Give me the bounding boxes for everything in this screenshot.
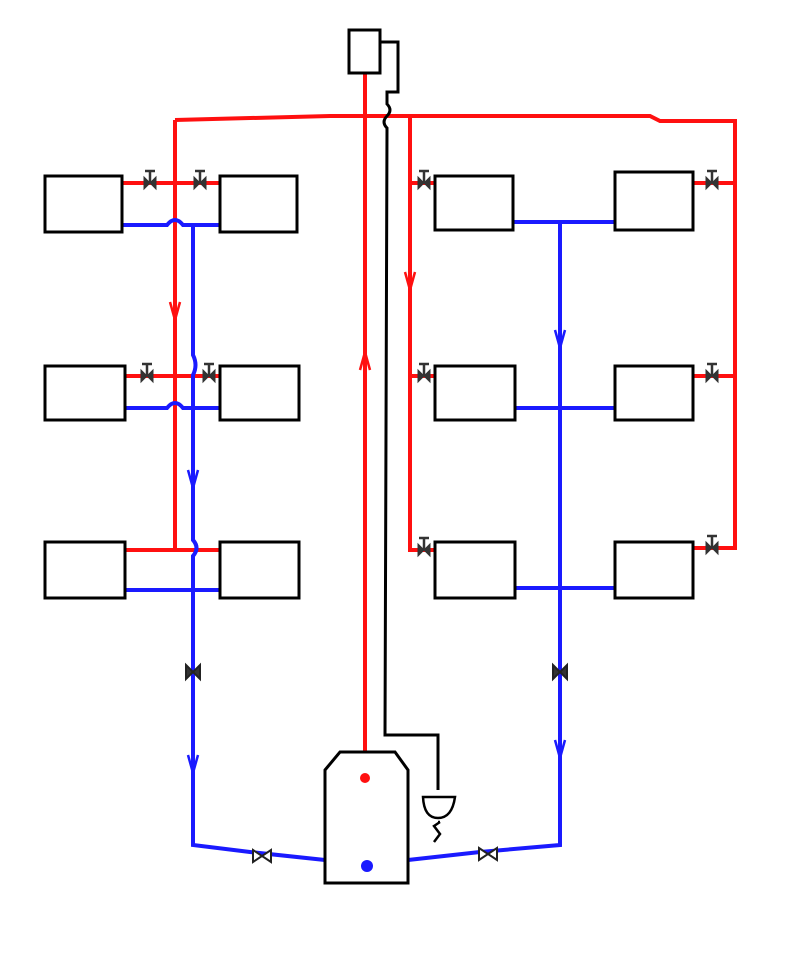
radiator: [43, 174, 124, 234]
boiler: [323, 750, 410, 885]
radiator-valve-icon: [705, 534, 719, 556]
expansion-line: [323, 28, 457, 885]
flow-arrow-icon: [553, 329, 567, 353]
shutoff-valve-icon: [252, 848, 272, 864]
radiator: [218, 540, 301, 600]
expansion-tank: [347, 28, 382, 75]
boiler-return-dot: [361, 860, 373, 872]
flow-arrow-icon: [358, 347, 372, 371]
drain-funnel-icon: [421, 795, 457, 843]
shutoff-valve-icon: [185, 662, 201, 682]
flow-arrows: [168, 271, 567, 778]
radiator: [43, 540, 127, 600]
radiator: [433, 540, 517, 600]
radiator: [433, 364, 517, 422]
radiators: [43, 170, 695, 600]
radiator-valve-icon: [140, 362, 154, 384]
shutoff-valve-icon: [552, 662, 568, 682]
radiator-valve-icon: [705, 362, 719, 384]
radiator-valve-icon: [417, 362, 431, 384]
flow-arrow-icon: [186, 469, 200, 493]
expansion-pipe: [380, 40, 440, 790]
radiator: [218, 364, 301, 422]
flow-arrow-icon: [403, 271, 417, 295]
radiator: [613, 170, 695, 232]
radiator-valve-icon: [417, 536, 431, 558]
radiator-valve-icon: [143, 169, 157, 191]
radiator: [433, 174, 515, 232]
radiator: [218, 174, 299, 234]
return-branch: [122, 218, 615, 592]
boiler-supply-dot: [360, 773, 370, 783]
flow-arrow-icon: [186, 754, 200, 778]
flow-arrow-icon: [553, 739, 567, 763]
radiator-valve-icon: [193, 169, 207, 191]
supply-main-top: [174, 114, 737, 550]
radiator: [43, 364, 127, 422]
shutoff-valve-icon: [478, 846, 498, 862]
valves: [140, 169, 719, 864]
radiator-valve-icon: [417, 169, 431, 191]
radiator-valve-icon: [705, 169, 719, 191]
radiator: [613, 364, 695, 422]
radiator-valve-icon: [202, 362, 216, 384]
flow-arrow-icon: [168, 301, 182, 325]
radiator: [613, 540, 695, 600]
